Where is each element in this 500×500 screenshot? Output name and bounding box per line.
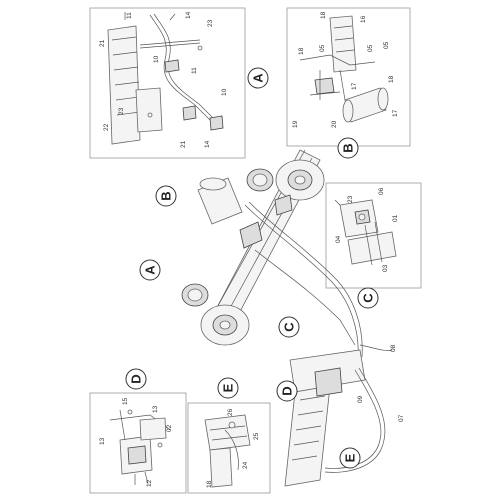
part-number-label: 13 [99,437,106,445]
svg-text:D: D [129,374,144,383]
main-axle-assembly [181,149,393,487]
part-number-label: 16 [360,15,367,23]
callout-e-detail: E [217,377,239,399]
part-number-label: 21 [180,140,187,148]
part-number-label: 03 [382,264,389,272]
detail-b-part-numbers: 18 16 18 05 05 05 17 18 19 20 17 [292,11,399,128]
part-number-label: 07 [398,414,405,422]
callout-a-detail: A [247,67,269,89]
svg-text:C: C [361,293,376,303]
part-number-label: 14 [185,11,192,19]
svg-text:A: A [251,73,266,83]
part-number-label: 08 [390,344,397,352]
part-number-label: 26 [227,408,234,416]
part-number-label: 18 [320,11,327,19]
part-number-label: 17 [392,109,399,117]
detail-a-drawing [107,12,224,145]
svg-text:E: E [221,383,236,392]
part-number-label: 05 [319,44,326,52]
svg-text:A: A [143,265,158,275]
part-number-label: 04 [335,235,342,243]
detail-d-part-numbers: 15 13 13 02 12 [99,397,173,487]
part-number-label: 02 [166,424,173,432]
part-number-label: 11 [191,67,198,74]
part-number-label: 05 [367,44,374,52]
svg-text:D: D [280,386,295,395]
callout-e-main: E [339,447,361,469]
part-number-label: 23 [207,19,214,27]
detail-c-drawing [334,199,397,266]
part-number-label: 18 [206,480,213,488]
part-number-label: 05 [383,41,390,49]
part-number-label: 09 [357,395,364,403]
part-number-label: 06 [378,187,385,195]
part-number-label: 10 [153,55,160,63]
part-number-label: 21 [99,39,106,47]
part-number-label: 23 [118,107,125,115]
part-number-label: 13 [152,405,159,413]
part-number-label: 10 [221,88,228,96]
callout-a-main: A [139,259,161,281]
part-number-label: 15 [122,397,129,405]
part-number-label: 20 [331,120,338,128]
detail-c-part-numbers: 23 06 04 01 03 [335,187,399,272]
detail-b-drawing [299,15,389,123]
callout-c-detail: C [357,287,379,309]
detail-e-drawing [204,414,251,488]
svg-text:B: B [159,191,174,200]
detail-e-part-numbers: 26 25 24 18 [206,408,260,488]
part-number-label: 23 [347,195,354,203]
part-number-label: 11 [126,12,133,19]
callout-b-main: B [155,185,177,207]
callout-d-main: D [276,380,298,402]
part-number-label: 19 [292,120,299,128]
part-number-label: 17 [351,82,358,90]
svg-text:B: B [341,143,356,152]
part-number-label: 25 [253,432,260,440]
callout-d-detail: D [125,368,147,390]
callout-b-detail: B [337,137,359,159]
callout-c-main: C [278,316,300,338]
part-number-label: 01 [392,214,399,222]
part-number-label: 12 [146,479,153,487]
part-number-label: 18 [388,75,395,83]
svg-text:C: C [282,322,297,332]
part-number-label: 24 [242,461,249,469]
detail-a-part-numbers: 11 14 23 21 10 11 23 22 10 21 14 [99,11,228,148]
part-number-label: 18 [298,47,305,55]
svg-text:E: E [343,453,358,462]
detail-d-drawing [109,409,171,485]
part-number-label: 22 [103,123,110,131]
part-number-label: 14 [204,140,211,148]
main-part-numbers: 08 09 07 [357,344,405,422]
